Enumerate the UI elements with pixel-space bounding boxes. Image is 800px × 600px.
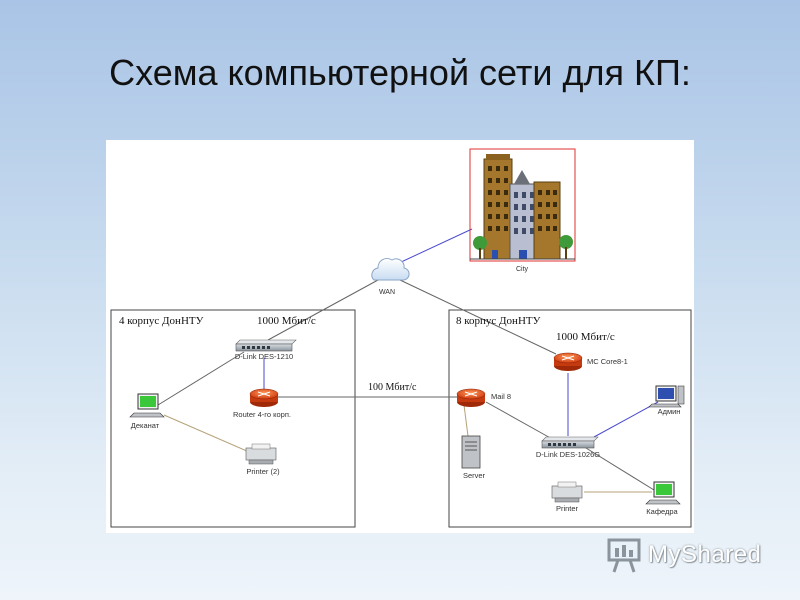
link-mail-server bbox=[463, 404, 469, 437]
workstation-icon bbox=[645, 481, 681, 505]
building-4-speed: 1000 Мбит/с bbox=[257, 315, 316, 327]
mc-core-label: MC Core8-1 bbox=[587, 357, 628, 366]
building-8-speed: 1000 Мбит/с bbox=[556, 331, 615, 343]
router-icon bbox=[456, 388, 486, 407]
router-left-label: Router 4-го корп. bbox=[233, 410, 291, 419]
watermark: MyShared bbox=[606, 536, 776, 576]
switch-left-label: D-Link DES-1210 bbox=[235, 352, 293, 361]
city-label: City bbox=[516, 266, 529, 273]
admin-label: Админ bbox=[658, 407, 681, 416]
kafedra-label: Кафедра bbox=[646, 507, 678, 516]
server-label: Server bbox=[463, 471, 486, 480]
workstation-icon bbox=[648, 385, 685, 408]
building-8-title: 8 корпус ДонНТУ bbox=[456, 315, 541, 327]
printer-icon bbox=[551, 481, 583, 503]
dekanat-label: Деканат bbox=[131, 421, 160, 430]
printer-right-label: Printer bbox=[556, 504, 579, 513]
watermark-text: MyShared bbox=[648, 541, 762, 568]
server-icon bbox=[461, 435, 481, 469]
link-dekanat-printer bbox=[163, 414, 257, 456]
link-switch-dekanat bbox=[157, 351, 245, 406]
wan-cloud-icon bbox=[371, 257, 410, 281]
building-4-box bbox=[110, 309, 356, 528]
presentation-board-icon bbox=[607, 538, 641, 573]
workstation-icon bbox=[129, 393, 165, 418]
link-mail-switch-right bbox=[485, 401, 555, 441]
router-icon bbox=[249, 388, 279, 407]
link-switch-right-admin bbox=[593, 401, 659, 438]
slide-title: Схема компьютерной сети для КП: bbox=[109, 52, 691, 93]
city-building bbox=[469, 148, 576, 262]
building-4-title: 4 корпус ДонНТУ bbox=[119, 315, 204, 327]
building-8-box bbox=[448, 309, 692, 528]
router-icon bbox=[553, 352, 583, 371]
switch-icon bbox=[541, 436, 599, 449]
printer-left-label: Printer (2) bbox=[246, 467, 280, 476]
link-switch-right-kafedra bbox=[585, 447, 655, 491]
switch-right-label: D-Link DES-1026G bbox=[536, 450, 600, 459]
router-mail-label: Mail 8 bbox=[491, 392, 511, 401]
switch-icon bbox=[235, 339, 297, 352]
link-speed-label: 100 Мбит/с bbox=[368, 382, 417, 393]
link-wan-mc-core bbox=[399, 279, 557, 355]
printer-icon bbox=[245, 443, 277, 465]
wan-label: WAN bbox=[379, 289, 395, 296]
network-diagram: City WAN 4 корпус ДонНТУ 1000 Мбит/с 8 к… bbox=[106, 140, 694, 533]
link-wan-switch-left bbox=[267, 279, 379, 341]
